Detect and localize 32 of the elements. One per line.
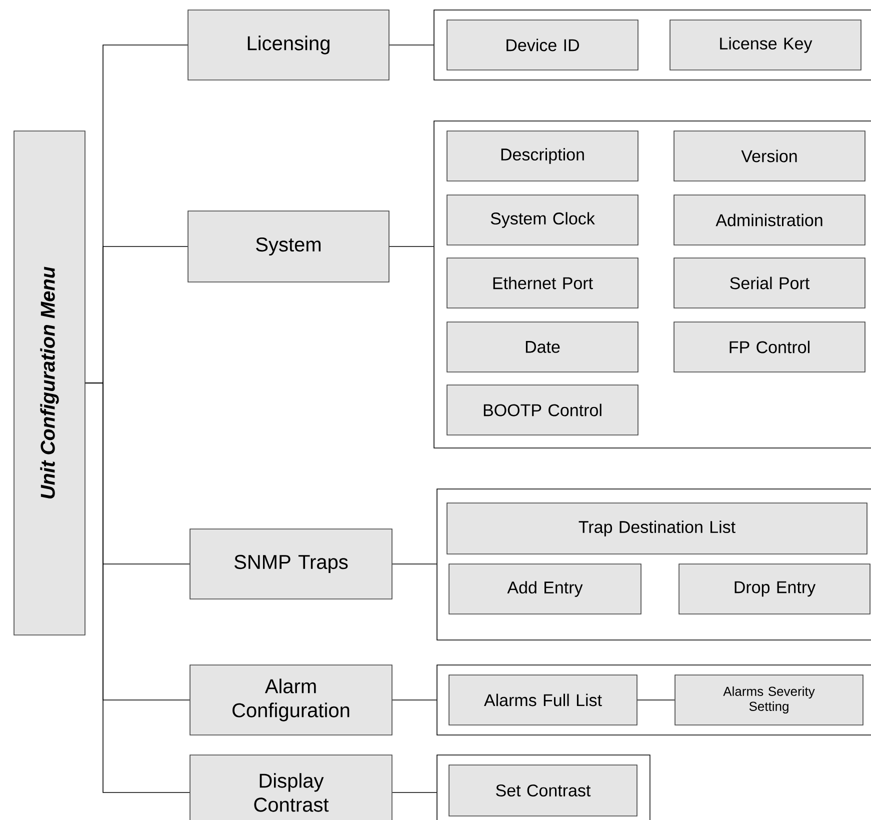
- item-box: License Key: [670, 20, 862, 70]
- connector-line: [389, 246, 434, 247]
- group-frame: [436, 754, 650, 820]
- submenu-box: Licensing: [188, 10, 390, 80]
- item-box: Trap Destination List: [446, 502, 868, 554]
- item-box: Administration: [674, 194, 866, 246]
- item-box: Description: [446, 130, 638, 182]
- submenu-box: System: [188, 210, 390, 282]
- item-box: BOOTP Control: [446, 384, 638, 436]
- submenu-box: Display Contrast: [190, 754, 392, 820]
- group-frame: [434, 120, 871, 448]
- connector-line: [389, 44, 434, 46]
- item-box: Ethernet Port: [446, 258, 638, 308]
- item-box: Add Entry: [448, 564, 642, 614]
- submenu-box: Alarm Configuration: [190, 664, 392, 736]
- group-frame: [436, 488, 871, 640]
- group-frame: [434, 10, 871, 80]
- submenu-box: SNMP Traps: [190, 528, 392, 600]
- item-box: Set Contrast: [448, 764, 638, 816]
- item-box: System Clock: [446, 194, 638, 246]
- item-box: FP Control: [674, 322, 866, 372]
- item-box: Serial Port: [674, 258, 866, 308]
- group-frame: [436, 664, 871, 736]
- item-box: Alarms Full List: [448, 674, 638, 726]
- connector-line: [392, 792, 437, 793]
- connector-line: [85, 382, 190, 793]
- item-box: Version: [674, 130, 866, 182]
- item-box: Date: [446, 322, 638, 372]
- item-box: Alarms Severity Setting: [674, 674, 864, 726]
- item-box: Device ID: [446, 20, 638, 70]
- item-box: Drop Entry: [678, 564, 870, 614]
- menu-box: Unit Configuration Menu: [14, 130, 86, 636]
